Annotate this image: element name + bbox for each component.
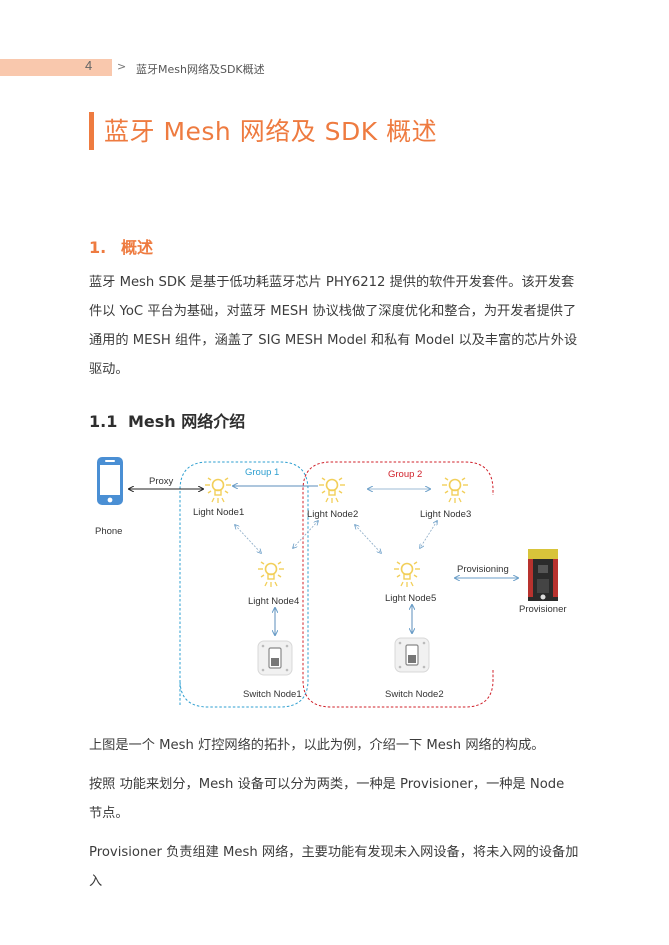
paragraph-line: 驱动。	[89, 362, 129, 377]
light-node1-label: Light Node1	[193, 507, 245, 518]
paragraph-line: 件以 YoC 平台为基础，对蓝牙 MESH 协议栈做了深度优化和整合，为开发者提…	[89, 304, 577, 319]
paragraph-line: 通用的 MESH 组件，涵盖了 SIG MESH Model 和私有 Model…	[89, 333, 578, 348]
switch-node1-icon	[257, 640, 293, 676]
subsection-heading: 1.1 Mesh 网络介绍	[89, 408, 245, 432]
header-accent-bar	[0, 59, 112, 76]
paragraph-line: 按照 功能来划分，Mesh 设备可以分为两类，一种是 Provisioner，一…	[89, 777, 565, 792]
section-heading: 1. 概述	[89, 234, 153, 258]
group1-label: Group 1	[245, 467, 280, 478]
group2-label: Group 2	[388, 469, 423, 480]
running-header-title: 蓝牙Mesh网络及SDK概述	[136, 63, 265, 76]
provisioning-label: Provisioning	[457, 564, 509, 575]
provisioner-board-icon	[528, 549, 558, 601]
group1-boundary	[179, 461, 309, 708]
switch-node2-label: Switch Node2	[385, 689, 444, 700]
light-node2-label: Light Node2	[307, 509, 359, 520]
subsection-title: Mesh 网络介绍	[128, 412, 246, 431]
light-node3-label: Light Node3	[420, 509, 472, 520]
light-node3-bulb-icon	[441, 477, 469, 504]
light-node5-label: Light Node5	[385, 593, 437, 604]
phone-icon	[97, 457, 123, 505]
section-number: 1.	[89, 238, 107, 257]
paragraph-line: 蓝牙 Mesh SDK 是基于低功耗蓝牙芯片 PHY6212 提供的软件开发套件…	[89, 275, 575, 290]
light-node1-bulb-icon	[204, 477, 232, 504]
light-node5-bulb-icon	[393, 561, 421, 588]
overview-paragraph: 蓝牙 Mesh SDK 是基于低功耗蓝牙芯片 PHY6212 提供的软件开发套件…	[89, 268, 581, 384]
section-title: 概述	[121, 238, 154, 257]
device-types-paragraph: 按照 功能来划分，Mesh 设备可以分为两类，一种是 Provisioner，一…	[89, 770, 581, 828]
paragraph-line: 节点。	[89, 806, 129, 821]
proxy-label: Proxy	[149, 476, 174, 487]
diagram-description-paragraph: 上图是一个 Mesh 灯控网络的拓扑，以此为例，介绍一下 Mesh 网络的构成。	[89, 738, 545, 753]
switch-node2-icon	[394, 637, 430, 673]
switch-node1-label: Switch Node1	[243, 689, 302, 700]
provisioner-paragraph: Provisioner 负责组建 Mesh 网络，主要功能有发现未入网设备，将未…	[89, 845, 579, 889]
mesh-topology-diagram: Phone Proxy Group 1 Group 2 Light Node1 …	[85, 445, 585, 715]
light-node2-bulb-icon	[318, 477, 346, 504]
light-node4-bulb-icon	[257, 561, 285, 588]
title-accent-bar	[89, 112, 94, 150]
phone-label: Phone	[95, 526, 123, 537]
subsection-number: 1.1	[89, 412, 118, 431]
breadcrumb-separator: >	[117, 60, 127, 73]
light-node4-label: Light Node4	[248, 596, 300, 607]
provisioner-label: Provisioner	[519, 604, 567, 615]
diagram-graphics	[97, 457, 558, 708]
chapter-title: 蓝牙 Mesh 网络及 SDK 概述	[104, 117, 438, 146]
page-number: 4	[85, 58, 93, 73]
